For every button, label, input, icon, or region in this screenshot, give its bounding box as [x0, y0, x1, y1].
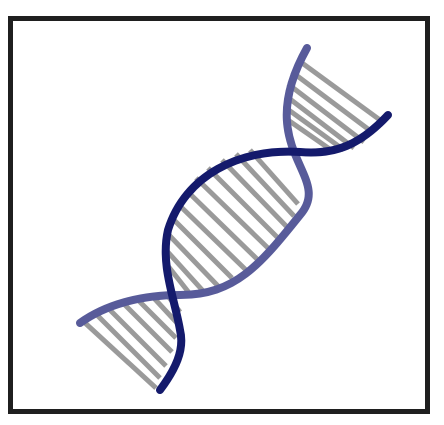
base-pair-rung	[284, 105, 346, 153]
base-pair-rung	[286, 117, 336, 155]
base-pair-rung	[164, 248, 206, 294]
base-pair-rung	[134, 296, 178, 340]
dna-back-strand	[76, 44, 313, 327]
base-pair-rung	[290, 70, 374, 134]
base-pair-rung	[248, 148, 300, 206]
base-pair-rung	[94, 312, 162, 380]
base-pair-rung	[166, 232, 220, 288]
base-pair-rung	[150, 294, 180, 326]
base-pair-rung	[170, 216, 234, 280]
dna-front-strand	[156, 111, 392, 394]
base-pair-rung	[296, 57, 382, 123]
base-pair-rung	[184, 188, 260, 262]
base-pair-rungs	[82, 57, 382, 390]
base-pair-rung	[284, 94, 356, 150]
base-pair-rung	[234, 152, 296, 218]
base-pair-rung	[106, 306, 168, 368]
icon-frame	[8, 16, 430, 414]
base-pair-rung	[220, 158, 290, 230]
base-pair-rung	[82, 320, 158, 390]
base-pair-rung	[286, 82, 366, 144]
base-pair-rung	[176, 202, 248, 272]
base-pair-rung	[206, 166, 282, 242]
base-pair-rung	[194, 176, 272, 252]
base-pair-rung	[120, 300, 174, 354]
base-pair-rung	[166, 264, 192, 296]
